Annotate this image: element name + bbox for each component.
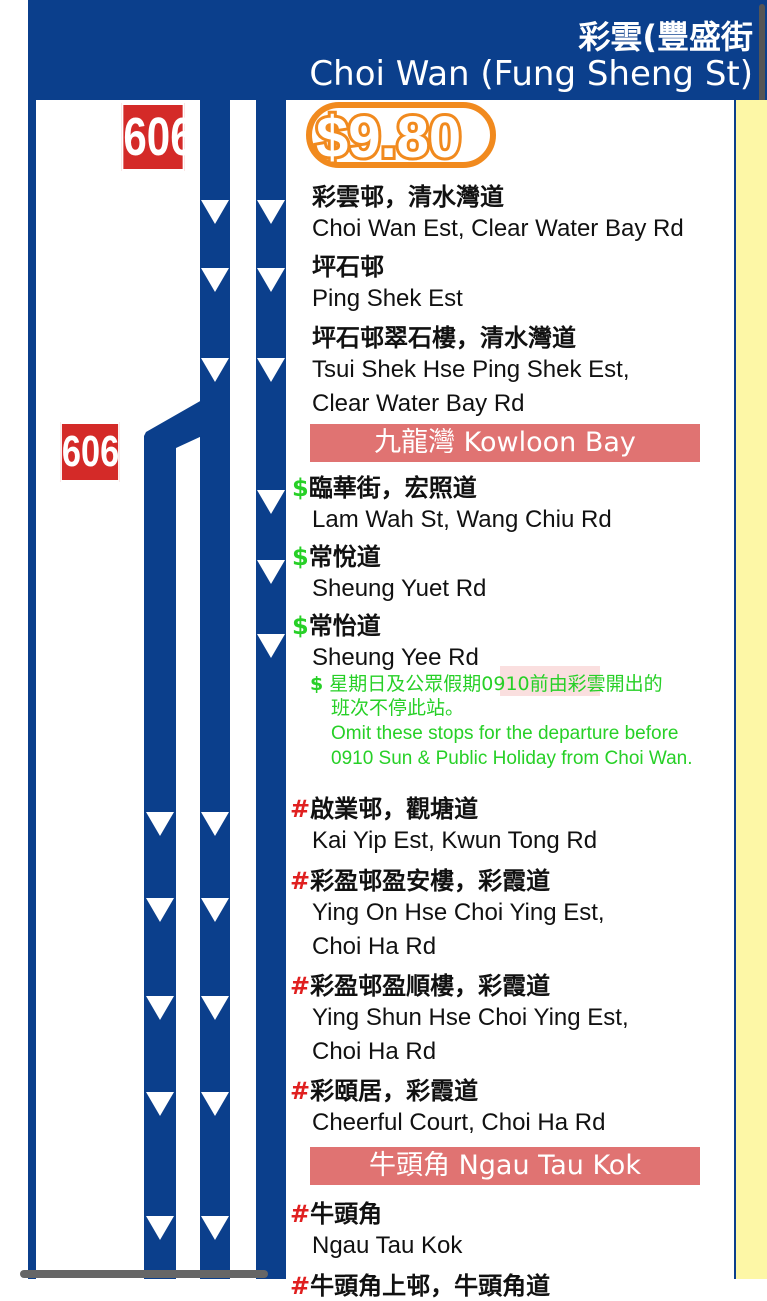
hash-marker: # (290, 1077, 311, 1105)
route-line-606-right (256, 100, 286, 1279)
direction-arrow-icon (146, 898, 174, 922)
direction-arrow-icon (201, 358, 229, 382)
stop-name-en: Ying On Hse Choi Ying Est, (312, 899, 605, 926)
direction-arrow-icon (201, 812, 229, 836)
destination-en: Choi Wan (Fung Sheng St) (309, 54, 753, 94)
stop-name-zh: 牛頭角 (310, 1200, 383, 1228)
stop-choi-wan-est[interactable]: 彩雲邨，清水灣道 Choi Wan Est, Clear Water Bay R… (312, 177, 684, 246)
stop-name-en: Tsui Shek Hse Ping Shek Est, (312, 356, 630, 383)
stop-name-zh: 坪石邨翠石樓，清水灣道 (312, 324, 576, 352)
stop-name-en-line2: Choi Ha Rd (312, 1038, 437, 1065)
fare-amount: $9.80 (313, 102, 464, 173)
stop-name-zh: 牛頭角上邨，牛頭角道 (310, 1272, 551, 1300)
stop-name-en-line2: Clear Water Bay Rd (312, 390, 525, 417)
note-highlight (500, 666, 600, 696)
direction-arrow-icon (257, 560, 285, 584)
stop-name-en: Ping Shek Est (312, 285, 463, 312)
stop-name-zh: 彩頤居，彩霞道 (310, 1077, 479, 1105)
direction-arrow-icon (201, 200, 229, 224)
stop-sheung-yee-rd[interactable]: $常怡道 Sheung Yee Rd (292, 606, 479, 675)
hash-marker: # (290, 867, 311, 895)
direction-arrow-icon (146, 996, 174, 1020)
area-ngau-tau-kok: 牛頭角 Ngau Tau Kok (310, 1147, 700, 1185)
direction-arrow-icon (146, 1216, 174, 1240)
horizontal-scrollbar[interactable] (20, 1270, 268, 1278)
dollar-marker: $ (292, 474, 309, 502)
direction-arrow-icon (201, 1092, 229, 1116)
route-line-606-left (200, 100, 230, 1279)
stop-name-en: Ying Shun Hse Choi Ying Est, (312, 1004, 629, 1031)
direction-arrow-icon (146, 1092, 174, 1116)
note-dollar-marker: $ (310, 673, 324, 695)
area-kowloon-bay: 九龍灣 Kowloon Bay (310, 424, 700, 462)
stop-name-en: Lam Wah St, Wang Chiu Rd (312, 506, 612, 533)
direction-arrow-icon (257, 268, 285, 292)
stop-tsui-shek-hse[interactable]: 坪石邨翠石樓，清水灣道 Tsui Shek Hse Ping Shek Est,… (312, 318, 629, 421)
direction-arrow-icon (201, 1216, 229, 1240)
destination-zh: 彩雲(豐盛街 (578, 18, 753, 56)
direction-arrow-icon (146, 812, 174, 836)
vertical-scrollbar[interactable] (759, 4, 765, 124)
hash-marker: # (290, 1272, 311, 1300)
stop-name-zh: 彩盈邨盈順樓，彩霞道 (310, 972, 551, 1000)
direction-arrow-icon (257, 634, 285, 658)
route-line-606a (144, 400, 202, 1279)
note-zh-line2: 班次不停此站。 (331, 697, 465, 719)
stop-lam-wah-st[interactable]: $臨華街，宏照道 Lam Wah St, Wang Chiu Rd (292, 468, 612, 537)
stop-sheung-yuet-rd[interactable]: $常悅道 Sheung Yuet Rd (292, 537, 486, 606)
stop-ngau-tau-kok[interactable]: #牛頭角 Ngau Tau Kok (290, 1194, 462, 1263)
route-badge-606a: 606A (60, 422, 144, 482)
stop-ying-shun-hse[interactable]: #彩盈邨盈順樓，彩霞道 Ying Shun Hse Choi Ying Est,… (290, 966, 629, 1069)
note-en-line1: Omit these stops for the departure befor… (331, 723, 679, 744)
stop-kai-yip-est[interactable]: #啟業邨，觀塘道 Kai Yip Est, Kwun Tong Rd (290, 789, 597, 858)
stop-name-zh: 啟業邨，觀塘道 (310, 795, 479, 823)
direction-arrow-icon (201, 898, 229, 922)
stop-name-zh: 常悅道 (308, 543, 381, 571)
note-en-line2: 0910 Sun & Public Holiday from Choi Wan. (331, 748, 693, 769)
stop-name-en: Kai Yip Est, Kwun Tong Rd (312, 827, 598, 854)
direction-arrow-icon (257, 358, 285, 382)
fare-badge (306, 102, 496, 168)
stop-name-en: Choi Wan Est, Clear Water Bay Rd (312, 215, 684, 242)
side-strip (736, 100, 767, 1279)
dollar-marker: $ (292, 543, 309, 571)
hash-marker: # (290, 1200, 311, 1228)
route-badge-606: 606 (121, 103, 194, 171)
direction-arrow-icon (257, 200, 285, 224)
dollar-marker: $ (292, 612, 309, 640)
stop-name-zh: 彩雲邨，清水灣道 (312, 183, 504, 211)
stop-name-zh: 坪石邨 (312, 253, 384, 281)
stop-name-en: Sheung Yuet Rd (312, 575, 487, 602)
stop-cheerful-court[interactable]: #彩頤居，彩霞道 Cheerful Court, Choi Ha Rd (290, 1071, 605, 1140)
stop-name-en-line2: Choi Ha Rd (312, 933, 437, 960)
stop-ngau-tau-kok-upper-est[interactable]: #牛頭角上邨，牛頭角道 (290, 1266, 550, 1301)
direction-arrow-icon (201, 996, 229, 1020)
stop-ping-shek-est[interactable]: 坪石邨 Ping Shek Est (312, 247, 463, 316)
stop-name-zh: 常怡道 (308, 612, 381, 640)
route-header: 彩雲(豐盛街 Choi Wan (Fung Sheng St) (28, 0, 767, 100)
stop-name-zh: 彩盈邨盈安樓，彩霞道 (310, 867, 551, 895)
stop-name-zh: 臨華街，宏照道 (308, 474, 477, 502)
note-zh-line1: 星期日及公眾假期0910前由彩雲開出的 (329, 673, 663, 695)
direction-arrow-icon (257, 490, 285, 514)
stop-name-en: Ngau Tau Kok (312, 1232, 463, 1259)
omit-stops-note: $ 星期日及公眾假期0910前由彩雲開出的 班次不停此站。 Omit these… (310, 672, 693, 771)
hash-marker: # (290, 972, 311, 1000)
stop-name-en: Sheung Yee Rd (312, 644, 479, 671)
hash-marker: # (290, 795, 311, 823)
direction-arrow-icon (201, 268, 229, 292)
stop-name-en: Cheerful Court, Choi Ha Rd (312, 1109, 606, 1136)
stop-ying-on-hse[interactable]: #彩盈邨盈安樓，彩霞道 Ying On Hse Choi Ying Est, C… (290, 861, 605, 964)
